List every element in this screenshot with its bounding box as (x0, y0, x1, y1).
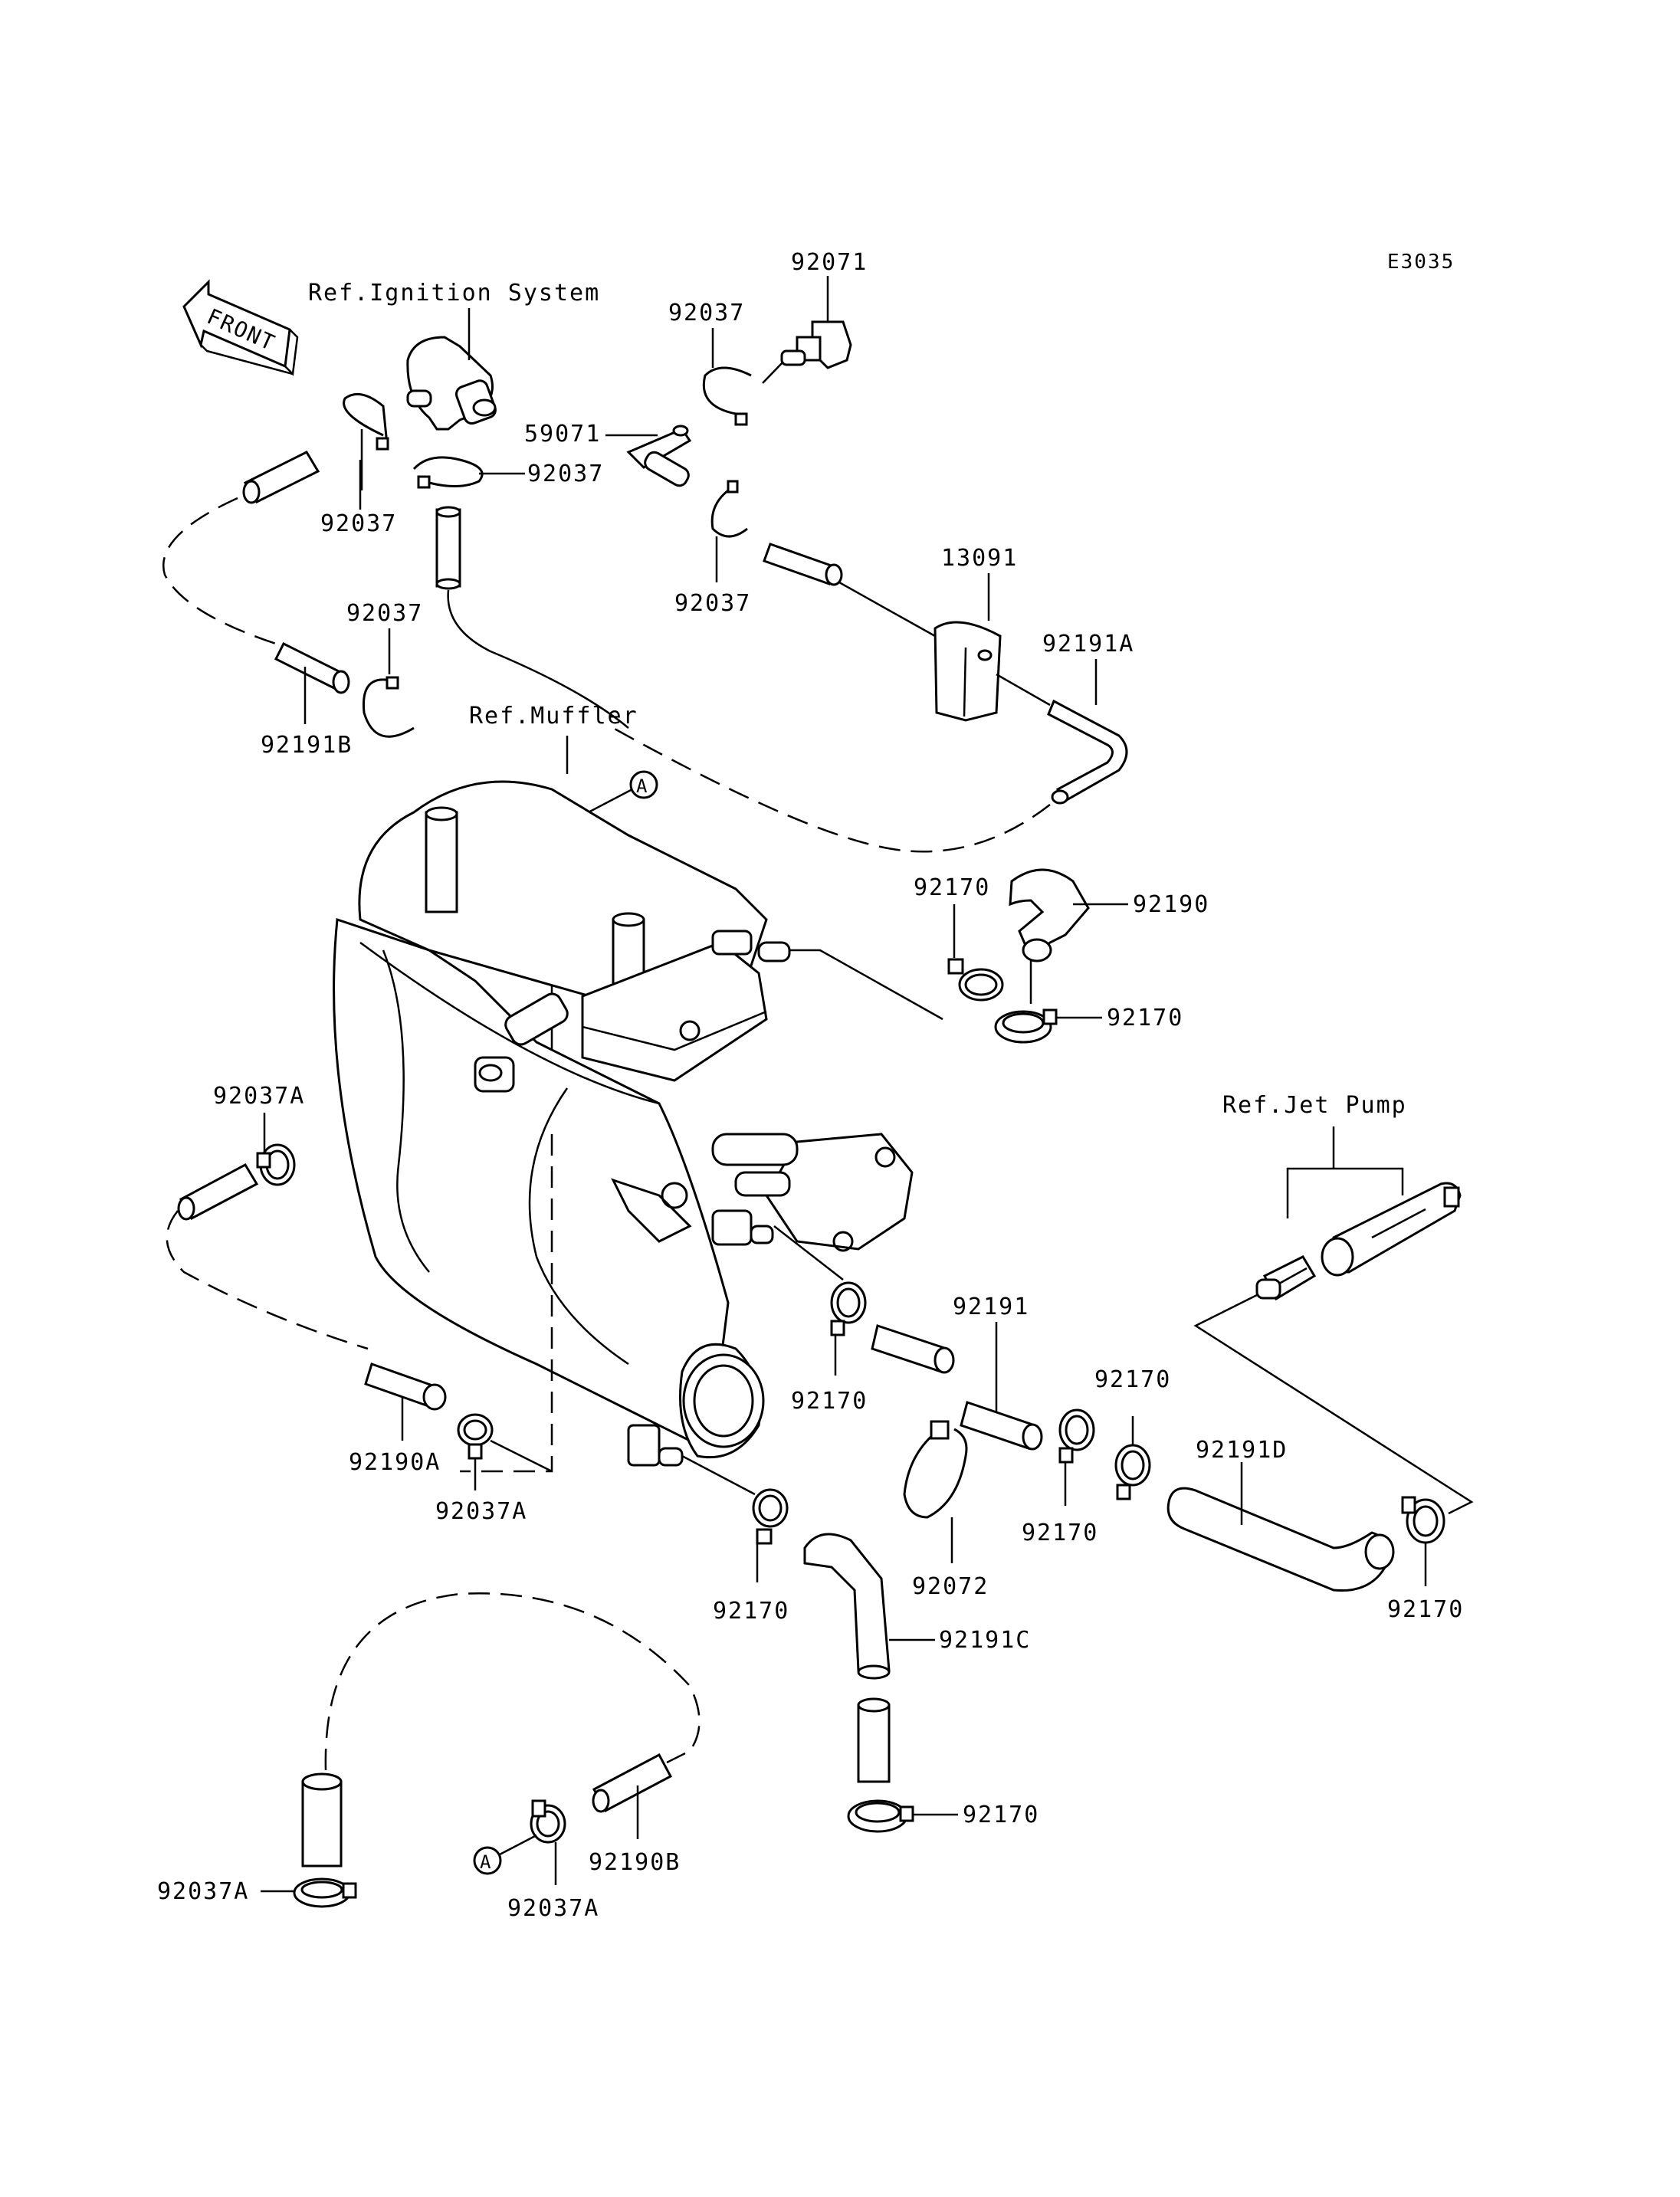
callout-a-bottom: A (473, 1834, 537, 1875)
hose-92190 (1009, 868, 1090, 962)
ref-jet-pump: Ref.Jet Pump (1222, 1092, 1407, 1119)
hose-top-left (242, 451, 320, 504)
hose-bottom-left (301, 1772, 343, 1867)
svg-text:A: A (480, 1851, 492, 1873)
part-92071 (762, 320, 852, 384)
label-13091: 13091 (941, 545, 1018, 572)
hose-92191A (1047, 699, 1128, 805)
ref-muffler: Ref.Muffler (469, 703, 638, 730)
label-92191: 92191 (953, 1294, 1029, 1320)
diagram-code: E3035 (1387, 251, 1455, 274)
label-92191C: 92191C (939, 1627, 1031, 1654)
label-92071: 92071 (791, 249, 868, 276)
label-92170-b: 92170 (1107, 1005, 1183, 1031)
label-92170-e: 92170 (1094, 1366, 1171, 1393)
jet-pump-fitting (1255, 1126, 1462, 1301)
label-92170-h: 92170 (963, 1802, 1039, 1828)
clamp-92170-h (847, 1799, 914, 1833)
label-92072: 92072 (912, 1573, 989, 1600)
label-92037A-a: 92037A (213, 1083, 305, 1110)
label-59071: 59071 (524, 421, 601, 448)
hose-top-center (763, 543, 843, 586)
clamp-92072 (903, 1420, 968, 1519)
clamp-92170-f (1401, 1496, 1445, 1544)
clamp-92170-g (752, 1488, 789, 1545)
clamp-92037-lower (710, 480, 748, 538)
label-92170-c: 92170 (791, 1388, 868, 1415)
hose-92191-upper (871, 1324, 955, 1374)
clamp-92037A-d (293, 1877, 357, 1908)
label-92037A-c: 92037A (507, 1895, 599, 1922)
clamp-92170-d (1058, 1408, 1095, 1464)
hose-92191B (274, 641, 350, 694)
label-92037-b: 92037 (527, 461, 604, 487)
clamp-92037-top (702, 366, 752, 426)
clamp-92170-c (830, 1281, 867, 1336)
label-92191A: 92191A (1042, 631, 1134, 657)
clamp-92037A-c (530, 1799, 566, 1844)
clamp-92037A-a (256, 1143, 296, 1186)
hose-92190A (364, 1362, 447, 1411)
label-92037-e: 92037 (674, 590, 751, 617)
hose-92191D (1166, 1487, 1395, 1592)
label-92190: 92190 (1133, 891, 1209, 918)
hose-vertical-left (435, 506, 461, 590)
clamp-92170-e (1114, 1444, 1151, 1500)
hose-92191C (803, 1533, 891, 1783)
muffler-body (333, 780, 914, 1467)
label-92191D: 92191D (1196, 1437, 1288, 1464)
label-92170-f: 92170 (1387, 1596, 1464, 1623)
hose-left-mid (177, 1163, 259, 1221)
label-92170-a: 92170 (914, 874, 990, 901)
clamp-92037-muffler (362, 676, 415, 738)
part-13091 (934, 621, 1002, 722)
label-92170-g: 92170 (713, 1598, 789, 1625)
hose-92191-lower (960, 1401, 1043, 1451)
clamp-92037A-b (457, 1413, 494, 1460)
svg-text:A: A (636, 776, 648, 797)
label-92037-a: 92037 (668, 300, 745, 326)
part-59071 (626, 425, 692, 487)
label-92191B: 92191B (261, 732, 353, 759)
clamp-92037-left (343, 392, 389, 451)
label-92190A: 92190A (349, 1449, 441, 1476)
label-92190B: 92190B (589, 1849, 681, 1876)
clamp-92170-a (947, 958, 1004, 1002)
label-92037A-b: 92037A (435, 1498, 527, 1525)
label-92037-d: 92037 (346, 600, 423, 627)
ignition-fitting (406, 308, 497, 431)
front-arrow-icon: FRONT (182, 279, 299, 376)
label-92170-d: 92170 (1022, 1520, 1098, 1546)
label-92037A-d: 92037A (157, 1878, 249, 1905)
hose-92190B (592, 1753, 673, 1813)
clamp-92170-b (994, 1008, 1058, 1044)
ref-ignition-system: Ref.Ignition System (308, 280, 600, 307)
label-92037-c: 92037 (320, 510, 397, 537)
clamp-92037-center (412, 456, 484, 489)
